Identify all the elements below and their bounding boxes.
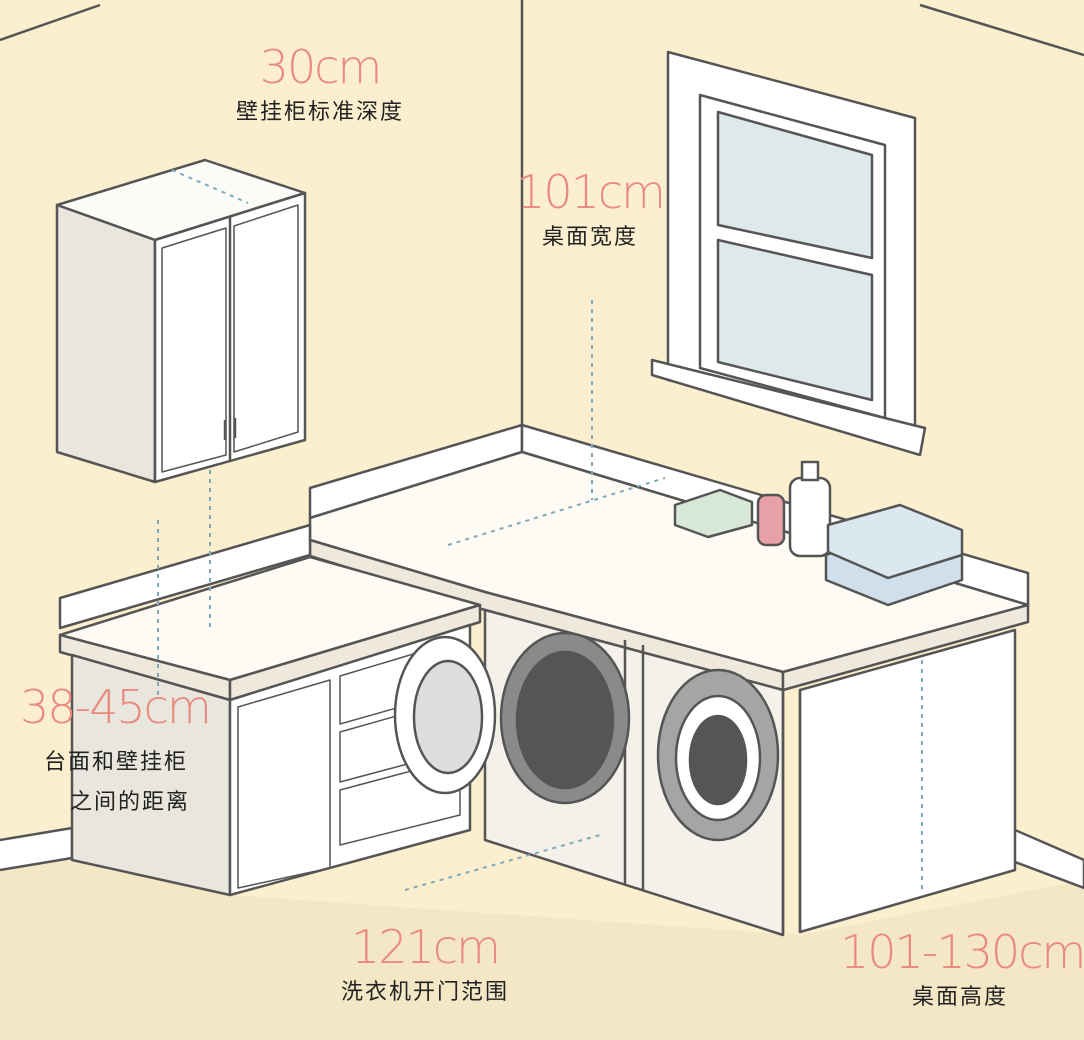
counter-height-label: 101-130cm 桌面高度	[840, 925, 1084, 1010]
wall-cabinet-depth-label: 30cm 壁挂柜标准深度	[235, 40, 404, 125]
baseboard-right	[1014, 828, 1084, 890]
window	[650, 50, 927, 457]
washer-left	[393, 631, 631, 805]
wall-cabinet	[55, 158, 307, 484]
washer-right	[656, 668, 780, 842]
counter-to-cabinet-label: 38-45cm 台面和壁挂柜 之间的距离	[20, 680, 212, 815]
floor	[0, 858, 1084, 1040]
counter-items	[673, 460, 964, 607]
washer-door-range-label: 121cm 洗衣机开门范围	[340, 920, 509, 1005]
counter-width-label: 101cm 桌面宽度	[516, 165, 666, 250]
